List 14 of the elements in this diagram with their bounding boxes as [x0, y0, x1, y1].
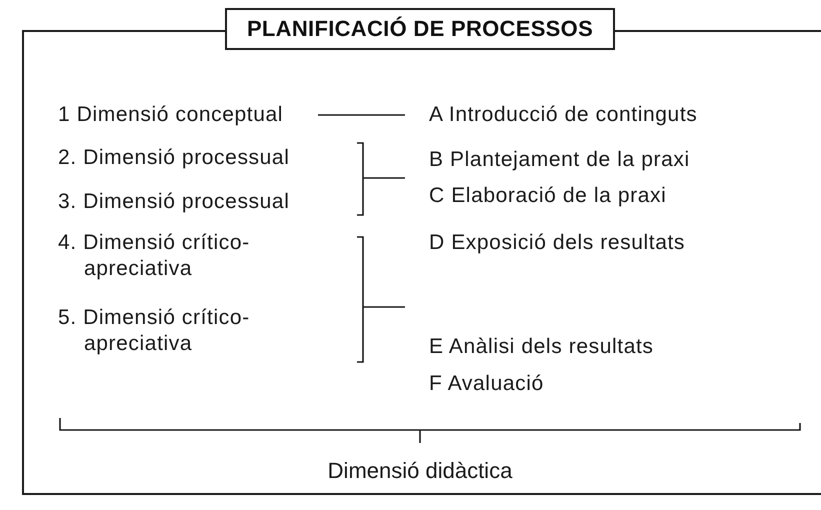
title-box: PLANIFICACIÓ DE PROCESSOS [225, 8, 615, 50]
list-item-text: 1 Dimensió conceptual [58, 102, 284, 128]
list-item-text: 2. Dimensió processual [58, 145, 290, 171]
list-item-text: D Exposició dels resultats [429, 230, 686, 256]
list-item-text: F Avaluació [429, 371, 545, 397]
list-item-text: A Introducció de continguts [429, 102, 698, 128]
list-item-text: 5. Dimensió crítico-apreciativa [58, 305, 251, 357]
bracket-label: Dimensió didàctica [326, 458, 514, 484]
list-item-text: B Plantejament de la praxi [429, 147, 691, 173]
list-item-text: 4. Dimensió crítico-apreciativa [58, 230, 251, 282]
list-item-text: 3. Dimensió processual [58, 189, 290, 215]
connector-line [318, 114, 405, 116]
list-item-text: E Anàlisi dels resultats [429, 334, 655, 360]
list-item-text: C Elaboració de la praxi [429, 183, 668, 209]
